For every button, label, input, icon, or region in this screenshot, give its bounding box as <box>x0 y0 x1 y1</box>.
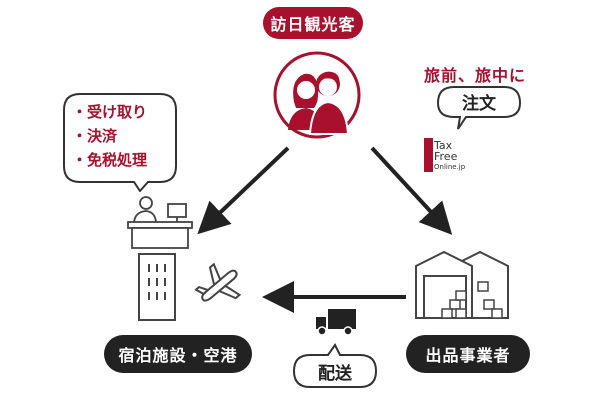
service-item: ・受け取り <box>72 103 148 121</box>
facility-label-text: 宿泊施設・空港 <box>118 346 238 365</box>
building-icon <box>137 252 177 322</box>
warehouse-icon <box>412 246 512 322</box>
facility-label: 宿泊施設・空港 <box>104 335 252 373</box>
airplane-icon <box>194 262 244 310</box>
taxfree-logo: Tax Free Online.jp <box>424 138 468 182</box>
truck-icon <box>314 307 358 337</box>
service-item: ・免税処理 <box>72 151 148 169</box>
delivery-bubble: 配送 <box>292 341 378 391</box>
seller-label: 出品事業者 <box>406 335 530 373</box>
service-item: ・決済 <box>72 127 118 145</box>
order-label: 注文 <box>462 94 496 114</box>
order-caption: 旅前、旅中に <box>424 66 527 85</box>
reception-desk-icon <box>126 194 194 250</box>
seller-label-text: 出品事業者 <box>425 346 511 365</box>
delivery-label: 配送 <box>318 364 352 384</box>
visitors-label: 訪日観光客 <box>263 7 363 39</box>
visitors-icon <box>272 50 362 140</box>
logo-line1: Tax <box>434 139 453 152</box>
visitors-label-text: 訪日観光客 <box>270 15 356 34</box>
services-bubble: ・受け取り ・決済 ・免税処理 <box>62 92 178 192</box>
logo-line3: Online.jp <box>434 163 466 171</box>
logo-line2: Free <box>434 150 458 163</box>
order-bubble: 注文 <box>436 85 522 131</box>
